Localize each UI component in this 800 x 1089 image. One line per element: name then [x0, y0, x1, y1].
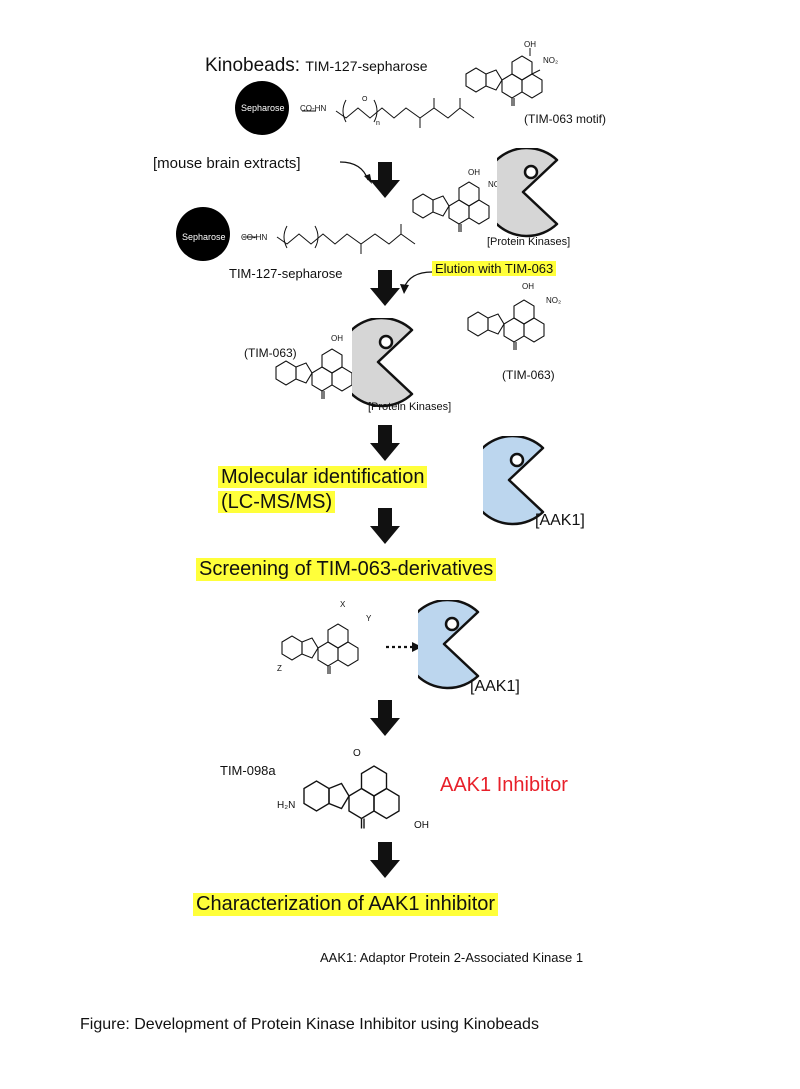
mouse-brain-label: [mouse brain extracts] [153, 155, 301, 172]
molecular-identification-line1: Molecular identification [218, 466, 428, 488]
kinobeads-name: TIM-127-sepharose [305, 58, 428, 74]
protein-kinase-pacman-2-icon [352, 318, 414, 408]
tim098a-label: TIM-098a [220, 763, 276, 778]
sepharose-bead-2-icon [176, 207, 230, 261]
atom-oh-4: OH [522, 282, 534, 291]
figure-caption: Figure: Development of Protein Kinase In… [80, 1016, 539, 1033]
elution-label: Elution with TIM-063 [432, 261, 557, 276]
aak1-label-2: [AAK1] [470, 678, 520, 695]
protein-kinases-label-2: [Protein Kinases] [368, 401, 452, 413]
sepharose-label-2: Sepharose [182, 232, 226, 242]
down-arrow-2-icon [370, 270, 400, 306]
characterization-label: Characterization of AAK1 inhibitor [193, 893, 499, 916]
tim063-label-right: (TIM-063) [502, 368, 555, 382]
atom-no2-1: NO₂ [543, 56, 559, 65]
atom-x: X [340, 600, 346, 609]
kinobeads-label: Kinobeads: [205, 55, 301, 76]
molecular-identification-block: Molecular identification (LC-MS/MS) [218, 465, 428, 515]
n-sub-1: n [376, 120, 380, 127]
down-arrow-6-icon [370, 842, 400, 878]
atom-oh-5: OH [414, 820, 429, 831]
screening-label: Screening of TIM-063-derivatives [196, 558, 497, 581]
atom-y: Y [366, 614, 372, 623]
dotted-arrow-icon [386, 642, 422, 652]
atom-oh-2: OH [468, 168, 480, 177]
molecular-identification-line2: (LC-MS/MS) [218, 491, 336, 513]
atom-h2n: H₂N [277, 800, 296, 811]
curved-arrow-1-icon [339, 161, 372, 184]
tim063-derivative-structure [281, 623, 359, 675]
tim063-structure-left [275, 348, 353, 400]
down-arrow-5-icon [370, 700, 400, 736]
atom-no2-2: NO₂ [488, 180, 504, 189]
tim063-label-left: (TIM-063) [244, 346, 297, 360]
tim098a-structure [303, 765, 400, 830]
tim063-structure-right [467, 299, 545, 351]
sepharose-bead-icon [235, 81, 289, 135]
sepharose-label-1: Sepharose [241, 103, 285, 113]
atom-o-1: O [362, 96, 368, 103]
tim127-label: TIM-127-sepharose [229, 266, 343, 281]
atom-oh-3: OH [331, 334, 343, 343]
aak1-inhibitor-label: AAK1 Inhibitor [440, 774, 568, 796]
aak1-pacman-2-icon [418, 600, 480, 690]
co-hn-label-1: CO-HN [300, 104, 327, 113]
protein-kinase-pacman-1-icon [497, 148, 559, 238]
atom-z: Z [277, 664, 282, 673]
atom-o-5: O [353, 748, 361, 759]
down-arrow-4-icon [370, 508, 400, 544]
aak1-label-1: [AAK1] [535, 512, 585, 529]
atom-no2-4: NO₂ [546, 296, 562, 305]
protein-kinases-label-1: [Protein Kinases] [487, 236, 571, 248]
tim127-structure-mid [176, 181, 490, 261]
tim063-motif-label: (TIM-063 motif) [524, 112, 607, 126]
atom-oh-1: OH [524, 40, 536, 49]
curved-arrow-2-icon [400, 271, 433, 294]
footnote: AAK1: Adaptor Protein 2-Associated Kinas… [320, 950, 584, 965]
co-hn-label-2: CO-HN [241, 233, 268, 242]
down-arrow-3-icon [370, 425, 400, 461]
kinobeads-title: Kinobeads: TIM-127-sepharose [205, 55, 428, 77]
tim127-structure-top [235, 48, 543, 135]
